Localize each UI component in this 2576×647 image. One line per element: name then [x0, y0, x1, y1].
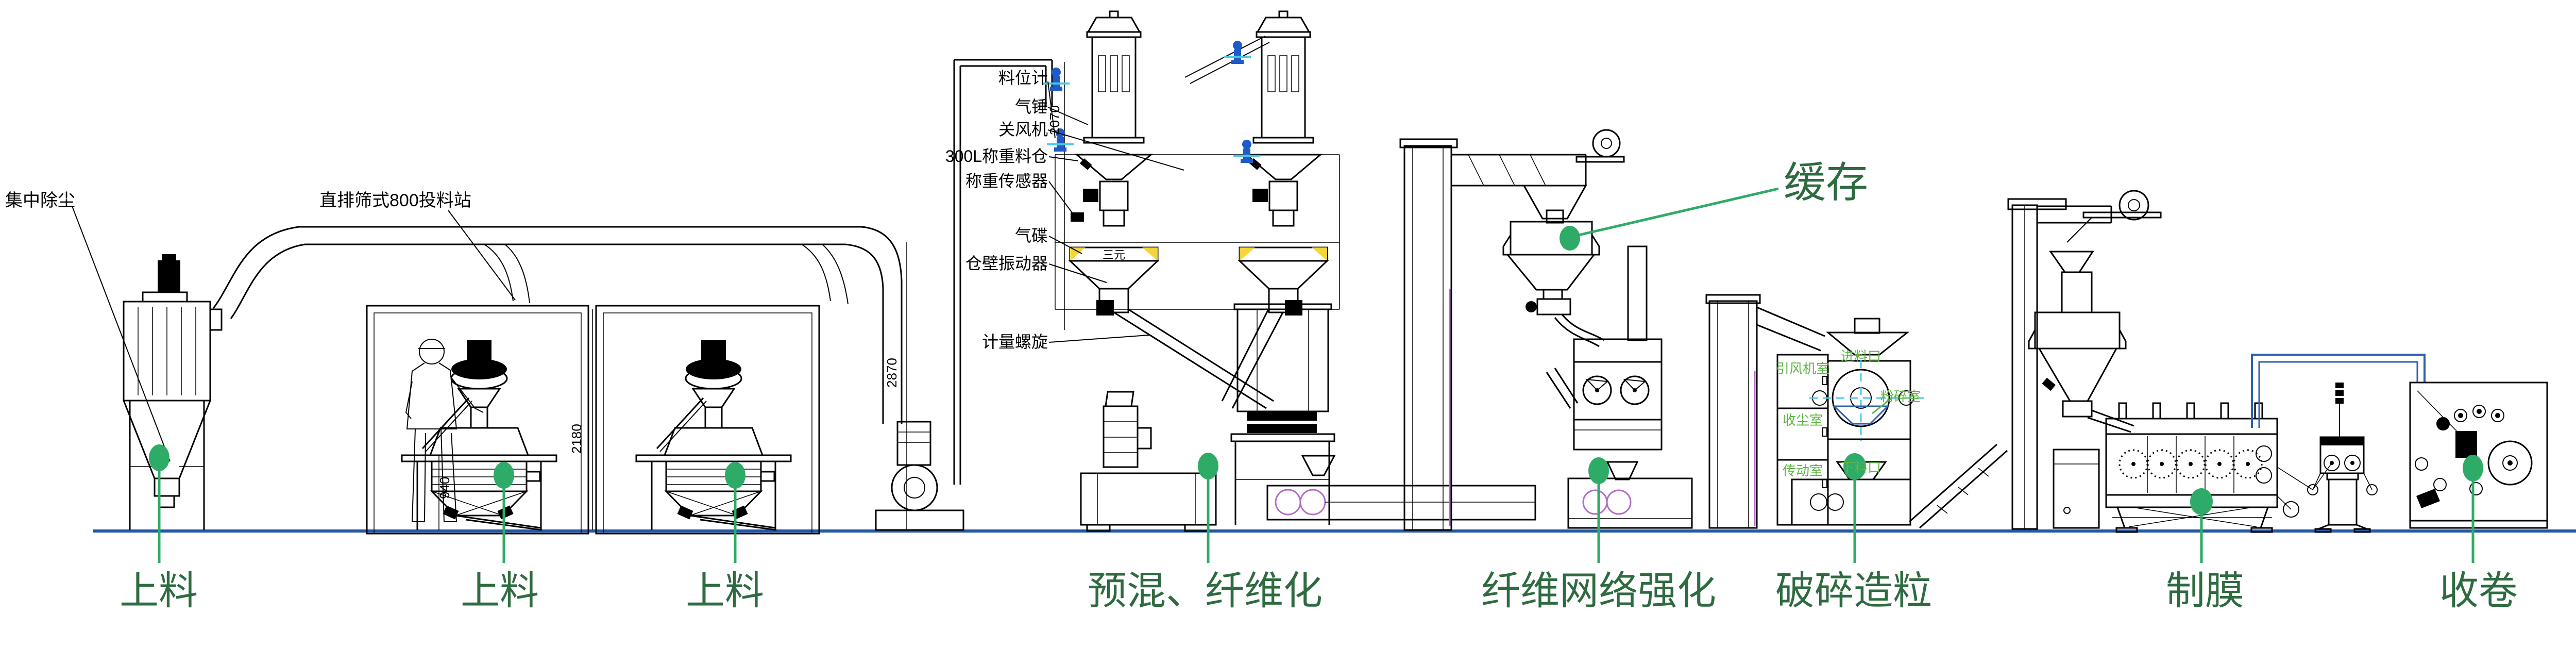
stage-crush: 破碎造粒 — [1775, 569, 1932, 613]
label-rotary-airlock: 关风机 — [998, 120, 1048, 139]
label-level-meter: 料位计 — [998, 69, 1048, 87]
label-feed-station: 直排筛式800投料站 — [319, 191, 471, 210]
stage-feed-3: 上料 — [686, 569, 764, 613]
roots-blower — [875, 36, 1270, 531]
callout-leaders — [72, 81, 1184, 462]
operator-figure — [405, 339, 484, 522]
fiber-machine — [1546, 245, 1693, 529]
dim-940: 940 — [437, 477, 452, 499]
overhead-duct — [212, 226, 903, 424]
level-sensor-icon — [1043, 68, 1070, 91]
stage-feed-2: 上料 — [461, 569, 539, 613]
feeding-station-2 — [595, 305, 820, 535]
label-dust-collector: 集中除尘 — [5, 191, 75, 210]
dim-2070: 2070 — [1047, 105, 1062, 135]
stage-buffer: 缓存 — [1784, 159, 1868, 206]
dim-2180: 2180 — [569, 424, 584, 454]
stage-premix: 预混、纤维化 — [1088, 569, 1323, 613]
label-load-cell: 称重传感器 — [965, 172, 1048, 190]
bucket-elevator-3 — [2007, 190, 2162, 530]
label-fan-room: 引风机室 — [1776, 361, 1829, 376]
dimension-lines — [438, 242, 907, 530]
winder-stand-1 — [2277, 383, 2378, 533]
level-sensor-icon — [1047, 128, 1074, 152]
stage-wind: 收卷 — [2439, 569, 2518, 613]
winder-box — [2409, 381, 2548, 529]
stage-leaders — [149, 187, 2483, 563]
film-feed-hopper — [2028, 251, 2134, 529]
buffer-hopper — [1502, 209, 1605, 347]
label-drive-room: 传动室 — [1783, 463, 1823, 478]
label-dust-room: 收尘室 — [1783, 412, 1823, 428]
premixer — [1080, 303, 1536, 532]
bucket-elevator-2 — [1705, 294, 1825, 529]
dust-collector — [122, 254, 223, 530]
stage-fiber: 纤维网络强化 — [1481, 569, 1716, 613]
label-metering-screw: 计量螺旋 — [982, 333, 1048, 351]
label-crush-room: 粉碎室 — [1880, 389, 1921, 404]
label-air-disc: 气碟 — [1015, 226, 1048, 245]
stage-feed-1: 上料 — [120, 569, 198, 613]
label-discharge: 下料口 — [1841, 460, 1881, 475]
level-sensor-icon — [1224, 41, 1251, 64]
film-calender — [2105, 402, 2299, 533]
feeding-station-1 — [366, 305, 589, 535]
tank-support-frame — [1055, 62, 1340, 330]
blue-pipe — [2251, 354, 2426, 428]
label-weigh-hopper: 300L称重料仓 — [945, 147, 1048, 165]
stage-film: 制膜 — [2166, 569, 2244, 613]
bucket-elevator-1 — [1399, 129, 1625, 531]
label-wall-vibrator: 仓壁振动器 — [965, 254, 1048, 273]
annotation-hopper-brand: 三元 — [1103, 248, 1125, 261]
level-sensor-icon — [1233, 140, 1260, 163]
label-feed-inlet: 进料口 — [1841, 349, 1881, 364]
weigh-tank-1 — [1068, 10, 1274, 409]
dim-2870: 2870 — [884, 358, 900, 388]
label-air-hammer: 气锤 — [1015, 97, 1048, 116]
